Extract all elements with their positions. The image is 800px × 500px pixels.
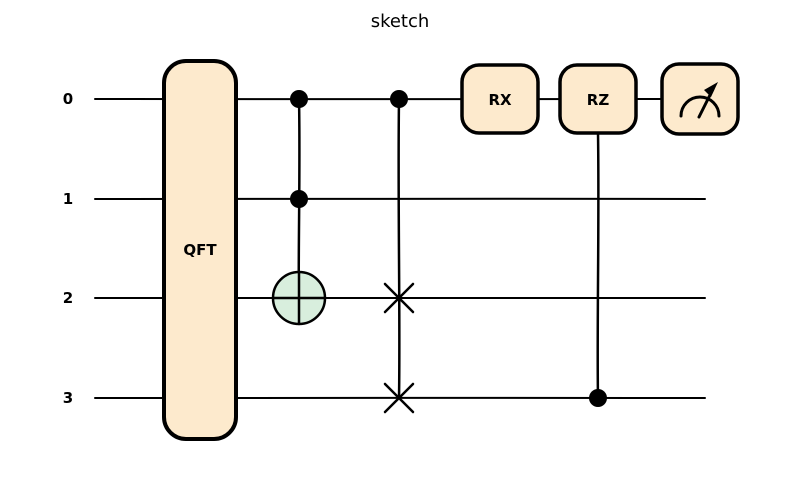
crz-connector-line <box>596 131 600 400</box>
cswap-connector-line <box>397 97 401 400</box>
swap-cross-q2-line-2 <box>383 282 415 314</box>
gate-cswap <box>383 90 415 414</box>
gate-crz: RZ <box>558 63 638 407</box>
measure-meter-arc-icon <box>679 95 721 118</box>
gate-measure-box <box>660 62 740 136</box>
qubit-label-1: 1 <box>63 190 73 208</box>
gate-qft: QFT <box>162 59 238 441</box>
chart-title: sketch <box>371 11 430 32</box>
gate-rx-box <box>460 63 540 135</box>
measure-needle-arrowhead-icon <box>704 82 718 97</box>
ccx-control-dot-q1 <box>290 190 308 208</box>
gate-crz-label: RZ <box>587 91 610 109</box>
qubit-label-2: 2 <box>63 289 73 307</box>
gate-crz-box <box>558 63 638 135</box>
qubit-label-0: 0 <box>63 90 73 108</box>
crz-control-dot <box>589 389 607 407</box>
gate-rx-label: RX <box>488 91 512 109</box>
gate-qft-box <box>162 59 238 441</box>
gate-measure <box>660 62 740 136</box>
ccx-control-dot-q0 <box>290 90 308 108</box>
qubit-label-3: 3 <box>63 389 73 407</box>
gate-ccx <box>271 90 327 326</box>
swap-cross-q3-line-2 <box>383 382 415 414</box>
gate-qft-label: QFT <box>183 241 217 259</box>
gate-rx: RX <box>460 63 540 135</box>
cswap-control-dot <box>390 90 408 108</box>
